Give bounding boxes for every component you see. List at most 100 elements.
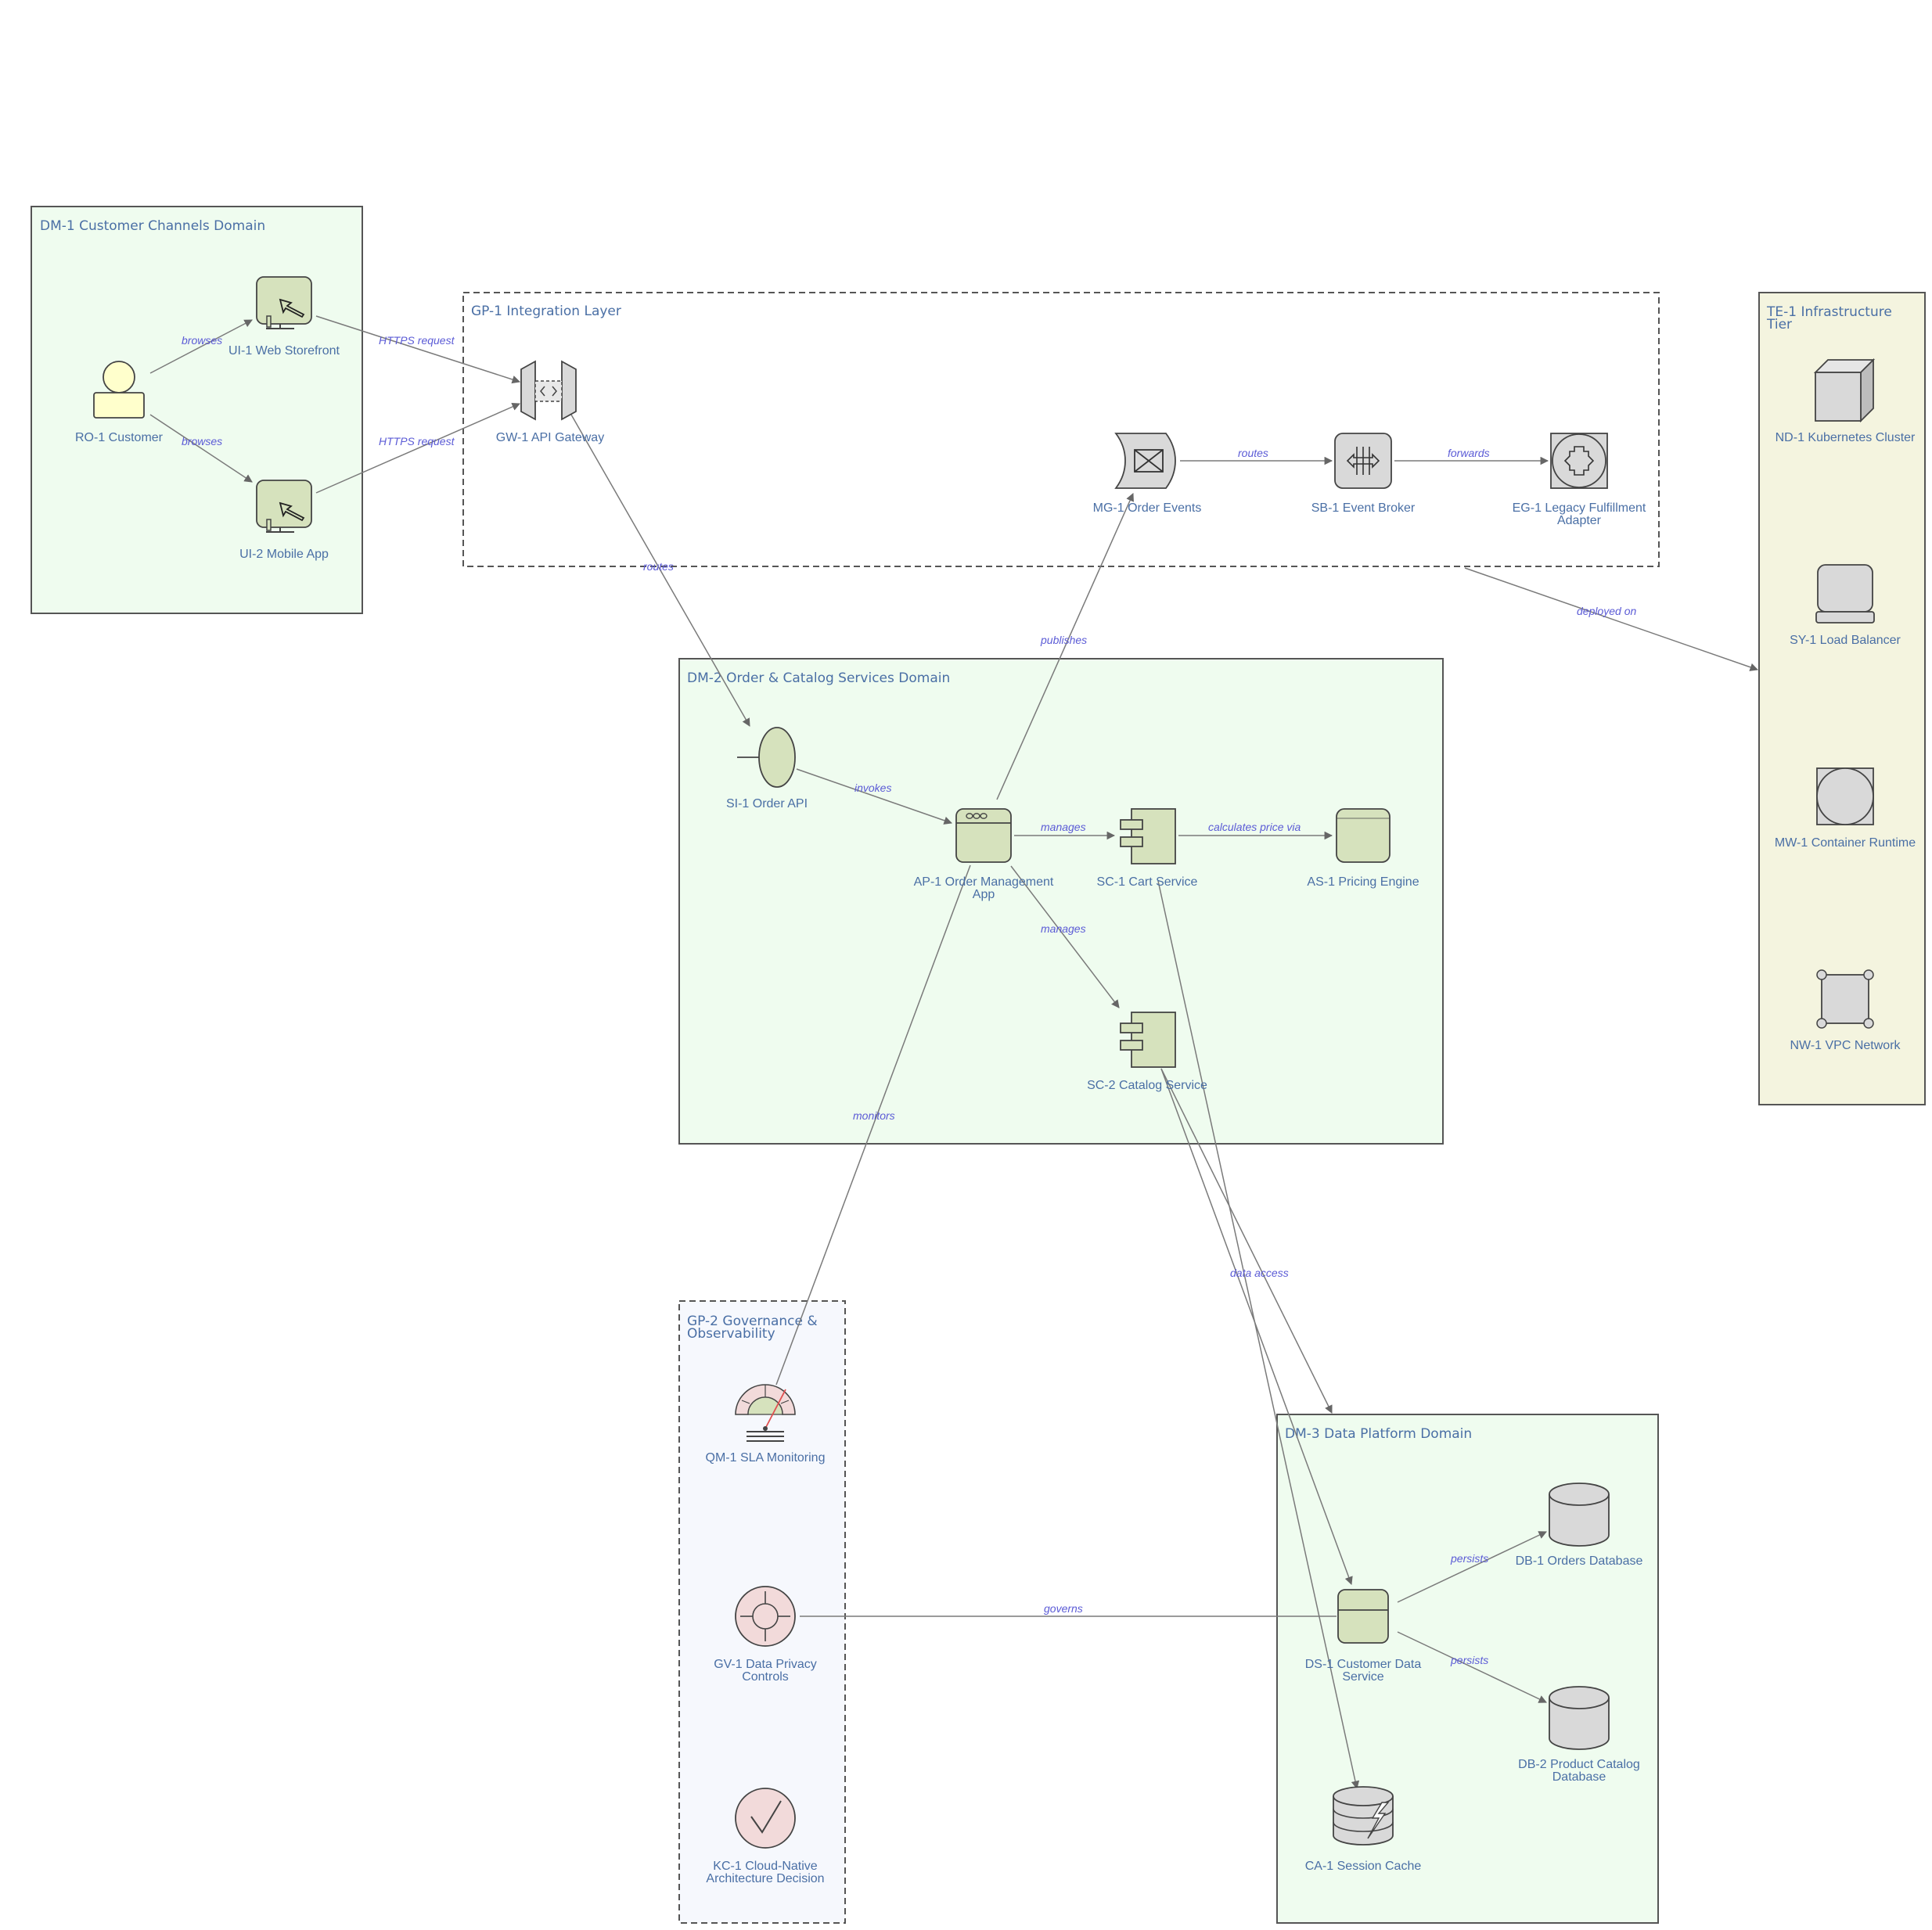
node-eg1-label-line2: Adapter bbox=[1557, 514, 1602, 527]
node-ui2-label: UI-2 Mobile App bbox=[239, 548, 329, 561]
node-nw1[interactable]: NW-1 VPC Network bbox=[1790, 969, 1901, 1052]
ui-icon bbox=[256, 480, 312, 533]
node-ro1[interactable]: RO-1 Customer bbox=[75, 361, 164, 444]
edge-ap1-mg1[interactable] bbox=[996, 493, 1134, 800]
edge-label-ap1-mg1: publishes bbox=[1040, 634, 1087, 646]
node-kc1-label-line1: KC-1 Cloud-Native bbox=[713, 1860, 817, 1873]
group-dm1[interactable]: DM-1 Customer Channels Domain bbox=[31, 206, 363, 614]
node-ca1-label: CA-1 Session Cache bbox=[1305, 1860, 1422, 1873]
node-ap1-label-line1: AP-1 Order Management bbox=[914, 875, 1054, 889]
node-sc2[interactable]: SC-2 Catalog Service bbox=[1087, 1012, 1207, 1092]
edge-label-ds1-db2: persists bbox=[1450, 1654, 1488, 1666]
ui-icon bbox=[256, 276, 312, 329]
node-sy1[interactable]: SY-1 Load Balancer bbox=[1790, 564, 1901, 647]
edge-ui1-gw1[interactable] bbox=[315, 315, 520, 384]
edge-ds1-db1[interactable] bbox=[1397, 1531, 1547, 1603]
edge-label-ro1-ui2: browses bbox=[182, 435, 222, 447]
target-icon bbox=[735, 1586, 796, 1647]
node-si1[interactable]: SI-1 Order API bbox=[726, 727, 808, 810]
cache-icon bbox=[1333, 1786, 1394, 1846]
node-as1-label: AS-1 Pricing Engine bbox=[1307, 875, 1419, 889]
edge-ro1-ui2[interactable] bbox=[149, 414, 253, 483]
group-te1-label-line1: TE-1 Infrastructure bbox=[1766, 304, 1892, 320]
node-gw1-label: GW-1 API Gateway bbox=[496, 431, 604, 444]
node-db1[interactable]: DB-1 Orders Database bbox=[1516, 1483, 1643, 1568]
network-icon bbox=[1816, 969, 1874, 1029]
edge-labels: browses browses HTTPS request HTTPS requ… bbox=[182, 334, 1637, 1666]
actor-icon bbox=[93, 361, 145, 419]
service-icon bbox=[1336, 808, 1391, 863]
group-dm3-label: DM-3 Data Platform Domain bbox=[1285, 1426, 1472, 1442]
node-db1-label: DB-1 Orders Database bbox=[1516, 1554, 1643, 1568]
runtime-icon bbox=[1816, 767, 1874, 825]
node-mg1[interactable]: MG-1 Order Events bbox=[1093, 433, 1202, 515]
edge-label-gp1-te1: deployed on bbox=[1577, 605, 1637, 617]
node-ap1[interactable]: AP-1 Order Management App bbox=[914, 808, 1054, 901]
node-gv1-label-line2: Controls bbox=[742, 1670, 789, 1684]
group-gp2-label-line2: Observability bbox=[687, 1326, 775, 1342]
edge-label-ap1-sc1: manages bbox=[1041, 821, 1086, 833]
edge-si1-ap1[interactable] bbox=[796, 768, 952, 825]
event-broker-icon bbox=[1334, 433, 1392, 489]
adapter-icon bbox=[1550, 433, 1608, 489]
edge-label-ro1-ui1: browses bbox=[182, 334, 222, 347]
edge-ap1-sc2[interactable] bbox=[1010, 865, 1120, 1008]
group-gp1[interactable]: GP-1 Integration Layer bbox=[462, 292, 1660, 567]
edges bbox=[149, 315, 1758, 1790]
edge-label-ap1-qm1: monitors bbox=[853, 1109, 895, 1122]
edge-gp1-te1[interactable] bbox=[1464, 567, 1758, 671]
node-qm1-label: QM-1 SLA Monitoring bbox=[706, 1451, 826, 1465]
edge-ap1-qm1[interactable] bbox=[775, 864, 971, 1386]
node-si1-label: SI-1 Order API bbox=[726, 797, 808, 810]
application-icon bbox=[955, 808, 1012, 863]
edge-sc2-dm3[interactable] bbox=[1160, 1068, 1333, 1414]
node-ui2[interactable]: UI-2 Mobile App bbox=[239, 480, 329, 561]
edge-label-sc1-as1: calculates price via bbox=[1208, 821, 1301, 833]
edge-label-ui1-gw1: HTTPS request bbox=[379, 334, 455, 347]
node-nd1[interactable]: ND-1 Kubernetes Cluster bbox=[1775, 358, 1916, 444]
node-ui1[interactable]: UI-1 Web Storefront bbox=[228, 276, 340, 358]
edge-gw1-si1[interactable] bbox=[570, 414, 750, 727]
node-as1[interactable]: AS-1 Pricing Engine bbox=[1307, 808, 1419, 889]
database-icon bbox=[1549, 1483, 1610, 1547]
node-qm1[interactable]: QM-1 SLA Monitoring bbox=[706, 1384, 826, 1465]
node-ds1[interactable]: DS-1 Customer Data Service bbox=[1305, 1589, 1422, 1684]
node-sc1[interactable]: SC-1 Cart Service bbox=[1097, 808, 1198, 889]
node-sb1[interactable]: SB-1 Event Broker bbox=[1311, 433, 1416, 515]
edge-sc1-ca1[interactable] bbox=[1157, 880, 1360, 1790]
node-gv1-label-line1: GV-1 Data Privacy bbox=[714, 1658, 817, 1671]
interface-icon bbox=[737, 727, 796, 788]
node-cube-icon bbox=[1813, 358, 1876, 423]
node-mw1[interactable]: MW-1 Container Runtime bbox=[1775, 767, 1916, 850]
node-kc1[interactable]: KC-1 Cloud-Native Architecture Decision bbox=[706, 1788, 825, 1885]
group-dm2-label: DM-2 Order & Catalog Services Domain bbox=[687, 670, 950, 686]
edge-ds1-db2[interactable] bbox=[1397, 1631, 1547, 1703]
data-service-icon bbox=[1337, 1589, 1389, 1644]
message-queue-icon bbox=[1114, 433, 1176, 489]
group-gp1-label: GP-1 Integration Layer bbox=[471, 304, 621, 319]
node-eg1[interactable]: EG-1 Legacy Fulfillment Adapter bbox=[1513, 433, 1646, 527]
group-dm2[interactable]: DM-2 Order & Catalog Services Domain bbox=[678, 658, 1444, 1145]
node-sc1-label: SC-1 Cart Service bbox=[1097, 875, 1198, 889]
group-gp2-label-line1: GP-2 Governance & bbox=[687, 1314, 818, 1329]
node-ds1-label-line1: DS-1 Customer Data bbox=[1305, 1658, 1422, 1671]
edge-ro1-ui1[interactable] bbox=[149, 319, 253, 374]
edge-label-gv1-ds1: governs bbox=[1044, 1602, 1083, 1615]
node-mg1-label: MG-1 Order Events bbox=[1093, 501, 1202, 515]
node-db2-label-line2: Database bbox=[1552, 1770, 1606, 1784]
checkmark-icon bbox=[735, 1788, 796, 1849]
node-db2[interactable]: DB-2 Product Catalog Database bbox=[1518, 1686, 1640, 1784]
node-gv1[interactable]: GV-1 Data Privacy Controls bbox=[714, 1586, 817, 1684]
component-icon bbox=[1120, 1012, 1176, 1068]
edge-sc2-ds1[interactable] bbox=[1160, 1068, 1353, 1585]
node-gw1[interactable]: GW-1 API Gateway bbox=[496, 360, 604, 444]
edge-label-ui2-gw1: HTTPS request bbox=[379, 435, 455, 447]
node-eg1-label-line1: EG-1 Legacy Fulfillment bbox=[1513, 501, 1646, 515]
node-ca1[interactable]: CA-1 Session Cache bbox=[1305, 1786, 1422, 1873]
group-te1[interactable]: TE-1 Infrastructure Tier bbox=[1758, 292, 1926, 1105]
node-kc1-label-line2: Architecture Decision bbox=[706, 1872, 824, 1885]
node-sc2-label: SC-2 Catalog Service bbox=[1087, 1079, 1207, 1092]
device-icon bbox=[1815, 564, 1875, 624]
gauge-icon bbox=[735, 1384, 796, 1442]
edge-ui2-gw1[interactable] bbox=[315, 402, 520, 494]
